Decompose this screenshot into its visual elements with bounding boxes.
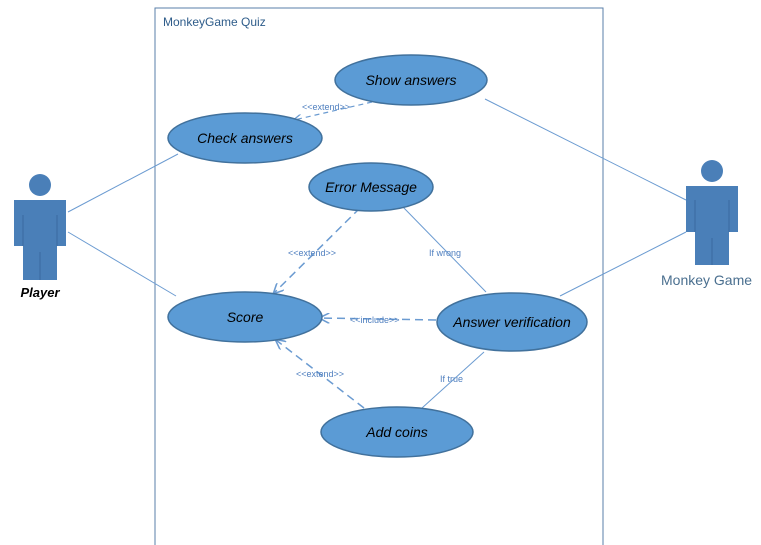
include-label: <<include>> [350, 315, 400, 325]
use-case-answer-verification[interactable]: Answer verification [436, 292, 588, 352]
extend-label-coins-score: <<extend>> [296, 369, 344, 379]
extend-coins-to-score [276, 340, 365, 409]
association-show-answers-monkey-game [484, 98, 687, 201]
person-icon [14, 174, 66, 280]
extend-error-to-score [274, 207, 361, 293]
use-case-show-answers-label: Show answers [365, 72, 456, 88]
use-case-check-answers[interactable]: Check answers [167, 112, 323, 164]
connector-error-verification [401, 205, 487, 293]
association-verification-monkey-game [559, 231, 687, 297]
person-icon [686, 160, 738, 265]
use-case-score[interactable]: Score [167, 291, 323, 343]
association-player-check-answers [67, 153, 179, 213]
use-case-add-coins[interactable]: Add coins [320, 406, 474, 458]
use-case-add-coins-label: Add coins [365, 424, 427, 440]
actor-player[interactable]: Player [14, 174, 66, 300]
extend-show-to-check [294, 101, 373, 120]
use-case-check-answers-label: Check answers [197, 130, 293, 146]
use-case-error-message[interactable]: Error Message [308, 162, 434, 212]
if-wrong-label: If wrong [429, 248, 461, 258]
system-boundary [154, 7, 604, 545]
if-true-label: If true [440, 374, 463, 384]
extend-label-error-score: <<extend>> [288, 248, 336, 258]
use-case-answer-verification-label: Answer verification [452, 314, 571, 330]
extend-label-show-check: <<extend>> [302, 102, 350, 112]
use-case-show-answers[interactable]: Show answers [334, 54, 488, 106]
actor-monkey-game[interactable]: Monkey Game [661, 160, 752, 288]
association-player-score [67, 231, 177, 297]
actor-player-name: Player [20, 285, 60, 300]
connector-verification-add-coins [421, 351, 485, 409]
include-verification-to-score [320, 318, 437, 320]
use-case-score-label: Score [227, 309, 264, 325]
use-case-error-message-label: Error Message [325, 179, 417, 195]
actor-monkey-game-name: Monkey Game [661, 272, 752, 288]
system-title: MonkeyGame Quiz [163, 15, 266, 29]
